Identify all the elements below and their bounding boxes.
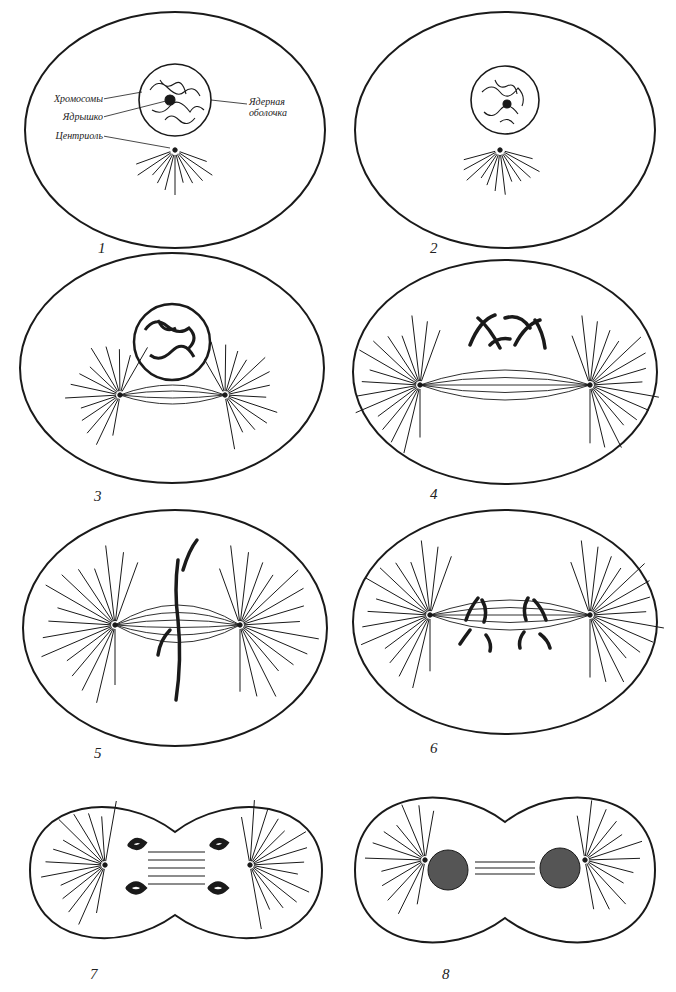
aster-ray	[430, 600, 590, 630]
aster-ray	[464, 151, 540, 194]
aster-ray	[365, 805, 434, 914]
centriole	[498, 148, 502, 152]
aster-ray	[65, 347, 147, 445]
aster-ray	[220, 546, 319, 697]
part-label: Центриоль	[34, 130, 104, 141]
panel-number: 8	[440, 966, 452, 983]
aster-ray	[361, 541, 451, 689]
panel-number: 1	[96, 240, 108, 257]
centriole	[103, 863, 107, 867]
panel-number: 6	[428, 740, 440, 757]
daughter-nuclei	[428, 848, 580, 890]
panel-number: 3	[92, 488, 104, 505]
aster-ray	[475, 862, 535, 874]
aster-ray	[41, 801, 116, 925]
part-label: Хромосомы	[34, 93, 104, 104]
panel-number: 2	[428, 240, 440, 257]
aster-ray	[148, 852, 205, 884]
panel-number: 7	[88, 966, 100, 983]
chromatin	[145, 80, 523, 358]
centriole	[423, 858, 427, 862]
aster-ray	[356, 316, 440, 454]
cell-outlines	[20, 12, 657, 942]
centriole	[248, 863, 252, 867]
aster-ray	[120, 385, 225, 404]
aster-ray	[115, 605, 240, 643]
aster-ray	[420, 370, 590, 400]
aster-ray	[572, 316, 659, 448]
leader-lines	[103, 92, 247, 148]
aster-ray	[577, 800, 642, 909]
part-label: Ядерная оболочка	[248, 96, 316, 118]
chromosomes	[128, 315, 550, 892]
centriole	[173, 148, 177, 152]
nuclei	[134, 64, 539, 380]
centriole	[583, 858, 587, 862]
panel-number: 5	[92, 745, 104, 762]
panel-number: 4	[428, 486, 440, 503]
asters-and-spindles	[41, 148, 664, 929]
aster-ray	[571, 541, 664, 683]
part-label: Ядрышко	[34, 111, 104, 122]
aster-ray	[204, 342, 277, 449]
aster-ray	[242, 800, 310, 929]
aster-ray	[136, 152, 212, 195]
